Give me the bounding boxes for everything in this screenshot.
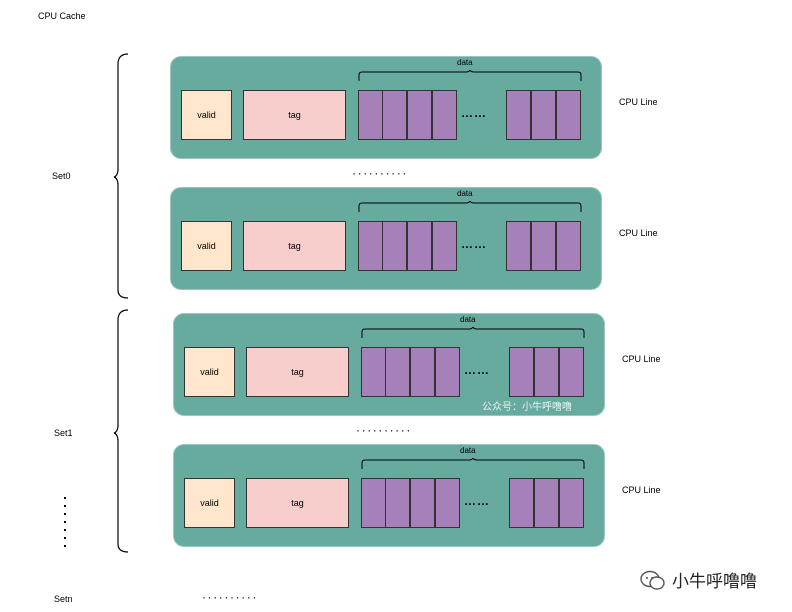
data-brace <box>358 70 582 81</box>
watermark-text: 公众号：小牛呼噜噜 <box>482 402 572 413</box>
data-cell <box>509 478 534 528</box>
wechat-icon <box>640 570 665 590</box>
data-cell <box>556 221 581 271</box>
data-cell <box>506 90 531 140</box>
set1-label: Set1 <box>54 428 73 438</box>
data-cell <box>556 90 581 140</box>
data-label: data <box>460 315 476 324</box>
data-cell <box>432 221 457 271</box>
valid-box: valid <box>184 347 235 397</box>
set0-brace <box>113 53 129 299</box>
cache-line-4: data valid tag …… <box>173 444 605 547</box>
tag-box: tag <box>243 90 346 140</box>
data-cell <box>407 221 432 271</box>
data-cell <box>559 347 584 397</box>
cpu-line-label-2: CPU Line <box>619 228 658 238</box>
data-cell <box>358 221 383 271</box>
setn-label: Setn <box>54 594 73 604</box>
data-cell <box>435 478 460 528</box>
data-cell <box>407 90 432 140</box>
data-cell <box>506 221 531 271</box>
data-label: data <box>457 58 473 67</box>
cache-line-1: data valid tag …… <box>170 56 602 159</box>
vertical-dots <box>64 497 68 547</box>
valid-box: valid <box>181 90 232 140</box>
set1-brace <box>113 309 129 553</box>
data-brace <box>361 458 585 469</box>
separator-dots-1: ·········· <box>352 166 408 180</box>
valid-label: valid <box>197 110 216 120</box>
data-brace <box>358 201 582 212</box>
data-cell <box>361 478 386 528</box>
diagram-title: CPU Cache <box>38 11 86 21</box>
data-cell <box>534 478 559 528</box>
data-cell <box>410 478 435 528</box>
valid-box: valid <box>181 221 232 271</box>
separator-dots-3: ·········· <box>202 590 258 604</box>
data-cell <box>534 347 559 397</box>
data-cell <box>410 347 435 397</box>
separator-dots-2: ·········· <box>356 423 412 437</box>
tag-label: tag <box>288 241 301 251</box>
row-ellipsis: …… <box>464 363 490 377</box>
valid-box: valid <box>184 478 235 528</box>
data-cell <box>382 221 407 271</box>
data-cell <box>432 90 457 140</box>
cpu-line-label-1: CPU Line <box>619 97 658 107</box>
row-ellipsis: …… <box>461 237 487 251</box>
data-cell <box>531 90 556 140</box>
row-ellipsis: …… <box>461 106 487 120</box>
data-cell <box>358 90 383 140</box>
cache-line-3: data valid tag …… <box>173 313 605 416</box>
data-cell <box>435 347 460 397</box>
data-label: data <box>460 446 476 455</box>
cpu-line-label-3: CPU Line <box>622 354 661 364</box>
tag-label: tag <box>291 498 304 508</box>
valid-label: valid <box>200 367 219 377</box>
row-ellipsis: …… <box>464 494 490 508</box>
tag-label: tag <box>288 110 301 120</box>
data-cell <box>559 478 584 528</box>
cpu-line-label-4: CPU Line <box>622 485 661 495</box>
valid-label: valid <box>200 498 219 508</box>
cache-line-2: data valid tag …… <box>170 187 602 290</box>
tag-label: tag <box>291 367 304 377</box>
valid-label: valid <box>197 241 216 251</box>
data-cell <box>382 90 407 140</box>
tag-box: tag <box>246 478 349 528</box>
brand: 小牛呼噜噜 <box>640 567 757 592</box>
data-cell <box>361 347 386 397</box>
data-cell <box>531 221 556 271</box>
tag-box: tag <box>243 221 346 271</box>
data-cell <box>509 347 534 397</box>
data-cell <box>385 478 410 528</box>
data-cell <box>385 347 410 397</box>
brand-name: 小牛呼噜噜 <box>672 572 757 591</box>
data-brace <box>361 327 585 338</box>
set0-label: Set0 <box>52 171 71 181</box>
tag-box: tag <box>246 347 349 397</box>
data-label: data <box>457 189 473 198</box>
